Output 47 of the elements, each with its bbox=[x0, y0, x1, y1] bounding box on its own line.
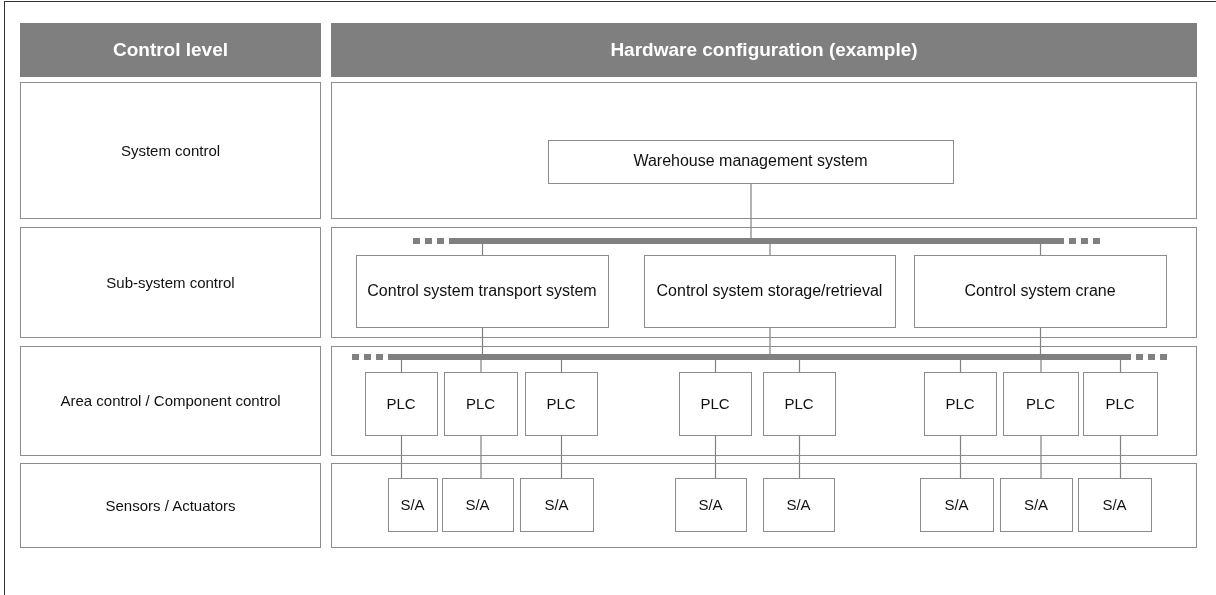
component-box: Control system storage/retrieval bbox=[643, 254, 896, 328]
column-header: Hardware configuration (example) bbox=[331, 23, 1197, 77]
connector-line bbox=[481, 327, 484, 355]
component-box: PLC bbox=[443, 371, 518, 436]
component-box: Control system transport system bbox=[355, 254, 609, 328]
connector-line bbox=[1040, 359, 1042, 373]
connector-line bbox=[750, 183, 752, 239]
connector-line bbox=[1039, 327, 1042, 355]
connector-line bbox=[560, 435, 563, 479]
component-box: PLC bbox=[762, 371, 836, 436]
row-panel bbox=[331, 346, 1197, 456]
row-panel bbox=[331, 82, 1197, 219]
component-box: S/A bbox=[919, 477, 994, 532]
bus-bar bbox=[351, 352, 1167, 361]
component-box: S/A bbox=[441, 477, 514, 532]
connector-line bbox=[480, 435, 482, 479]
component-box: Control system crane bbox=[913, 254, 1167, 328]
component-box: Warehouse management system bbox=[547, 139, 954, 184]
component-box: S/A bbox=[1077, 477, 1152, 532]
connector-line bbox=[1119, 435, 1122, 479]
level-label: Sub-system control bbox=[20, 227, 321, 338]
connector-line bbox=[959, 435, 962, 479]
component-box: S/A bbox=[387, 477, 438, 532]
connector-line bbox=[480, 359, 482, 373]
component-box: PLC bbox=[1002, 371, 1079, 436]
component-box: PLC bbox=[678, 371, 752, 436]
connector-line bbox=[798, 435, 801, 479]
row-panel bbox=[331, 463, 1197, 548]
connector-line bbox=[714, 435, 717, 479]
connector-line bbox=[769, 327, 771, 355]
component-box: PLC bbox=[524, 371, 598, 436]
bus-bar bbox=[412, 236, 1100, 245]
connector-line bbox=[400, 435, 403, 479]
component-box: S/A bbox=[762, 477, 835, 532]
component-box: S/A bbox=[674, 477, 747, 532]
level-label: System control bbox=[20, 82, 321, 219]
component-box: PLC bbox=[1082, 371, 1158, 436]
column-header: Control level bbox=[20, 23, 321, 77]
component-box: S/A bbox=[999, 477, 1073, 532]
component-box: PLC bbox=[923, 371, 997, 436]
component-box: S/A bbox=[519, 477, 594, 532]
level-label: Sensors / Actuators bbox=[20, 463, 321, 548]
connector-line bbox=[769, 243, 771, 256]
level-label: Area control / Component control bbox=[20, 346, 321, 456]
row-panel bbox=[331, 227, 1197, 338]
component-box: PLC bbox=[364, 371, 438, 436]
connector-line bbox=[1040, 435, 1042, 479]
